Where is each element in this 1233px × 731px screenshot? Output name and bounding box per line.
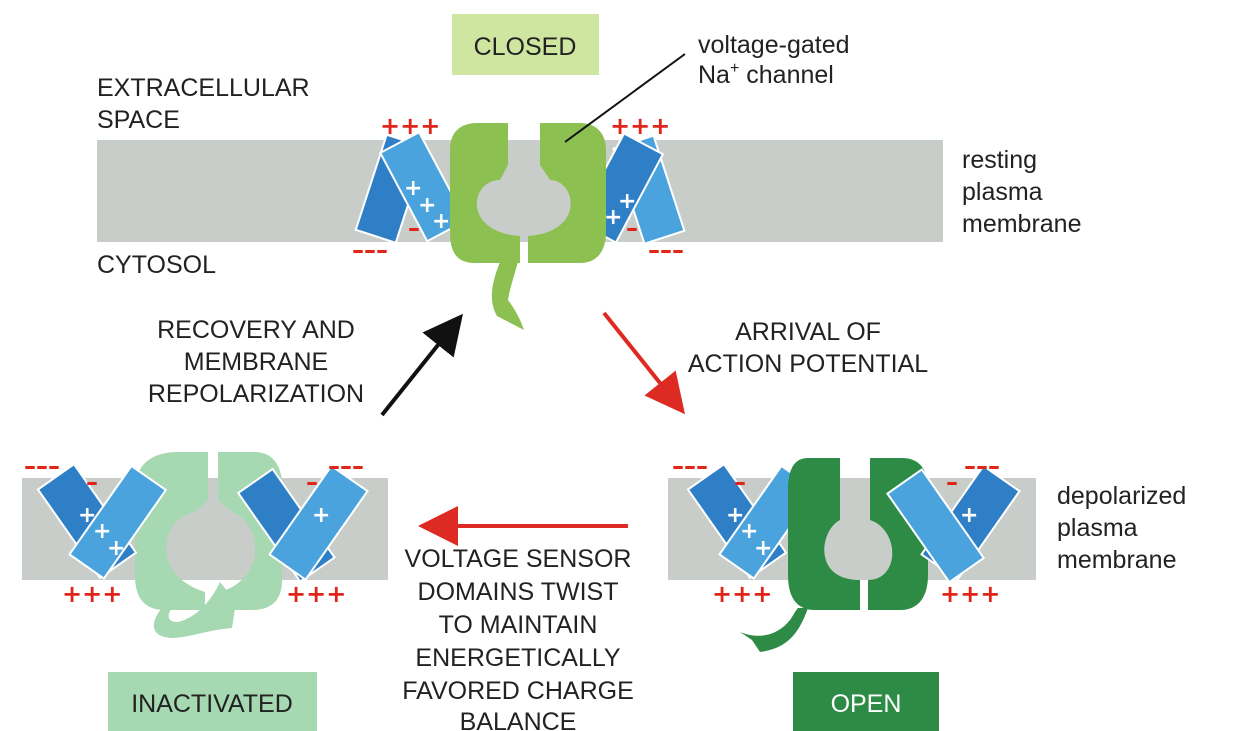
arrival-arrow xyxy=(602,311,685,415)
resting-label-line3: membrane xyxy=(962,210,1082,238)
svg-text:+: + xyxy=(93,519,111,544)
open-right-voltage-sensor: + xyxy=(886,464,1021,584)
recovery-label-line1: RECOVERY AND xyxy=(157,316,355,344)
inactivated-right-plus-charges: +++ xyxy=(286,580,346,608)
svg-text:+: + xyxy=(312,503,330,528)
open-left-plus-charges: +++ xyxy=(712,580,772,608)
inactivated-left-minus-charges: ––– xyxy=(24,452,60,480)
inactivated-right-voltage-sensor: + xyxy=(236,464,369,583)
closed-left-voltage-sensor: + + + xyxy=(354,130,468,245)
open-right-plus-charges: +++ xyxy=(940,580,1000,608)
inactivated-state: + + + + ––– – ––– – +++ +++ INACTIVATED xyxy=(22,452,388,731)
resting-label-line2: plasma xyxy=(962,178,1043,206)
open-state: + + + + ––– – ––– – +++ +++ OPEN depolar… xyxy=(668,452,1186,731)
recovery-label-line2: MEMBRANE xyxy=(184,348,328,376)
recovery-arrow xyxy=(380,313,463,417)
inactivated-left-plus-charges: +++ xyxy=(62,580,122,608)
svg-text:+: + xyxy=(960,503,978,528)
svg-text:+: + xyxy=(618,189,636,214)
inactivated-right-minus-charges: ––– xyxy=(328,452,364,480)
svg-text:+: + xyxy=(107,536,125,561)
extracellular-label-line1: EXTRACELLULAR xyxy=(97,74,310,102)
inactivated-left-minus-single: – xyxy=(86,468,98,496)
twist-label-line3: TO MAINTAIN xyxy=(439,611,598,639)
open-label: OPEN xyxy=(831,690,902,718)
extracellular-label-line2: SPACE xyxy=(97,106,180,134)
closed-left-minus-single: – xyxy=(408,214,420,242)
twist-label-line4: ENERGETICALLY xyxy=(415,644,620,672)
inactivated-label: INACTIVATED xyxy=(131,690,293,718)
svg-text:+: + xyxy=(418,193,436,218)
twist-label-line6: BALANCE xyxy=(460,708,577,731)
channel-label-line1: voltage-gated xyxy=(698,31,850,59)
inactivated-left-voltage-sensor: + + + xyxy=(36,462,168,580)
depolarized-label-line1: depolarized xyxy=(1057,482,1186,510)
closed-label: CLOSED xyxy=(474,33,577,61)
arrival-label-line1: ARRIVAL OF xyxy=(735,318,881,346)
closed-right-minus-charges: ––– xyxy=(648,236,684,264)
closed-left-plus-charges: +++ xyxy=(380,112,440,140)
depolarized-label-line3: membrane xyxy=(1057,546,1177,574)
svg-text:+: + xyxy=(78,503,96,528)
inactivated-right-minus-single: – xyxy=(306,468,318,496)
svg-text:+: + xyxy=(740,519,758,544)
open-right-minus-charges: ––– xyxy=(964,452,1000,480)
open-right-minus-single: – xyxy=(946,468,958,496)
open-left-minus-charges: ––– xyxy=(672,452,708,480)
recovery-label-line3: REPOLARIZATION xyxy=(148,380,364,408)
closed-state: + + + + + +++ +++ – ––– – ––– xyxy=(97,14,1082,330)
resting-label-line1: resting xyxy=(962,146,1037,174)
channel-pointer-line xyxy=(564,53,686,143)
svg-text:+: + xyxy=(432,209,450,234)
svg-text:+: + xyxy=(726,503,744,528)
closed-left-minus-charges: ––– xyxy=(352,236,388,264)
channel-label-line2: Na+ channel xyxy=(698,60,834,89)
cytosol-label: CYTOSOL xyxy=(97,251,216,279)
inactivated-label-box xyxy=(108,672,317,731)
depolarized-label-line2: plasma xyxy=(1057,514,1138,542)
svg-text:+: + xyxy=(604,205,622,230)
twist-label-line1: VOLTAGE SENSOR xyxy=(405,545,632,573)
twist-label-line2: DOMAINS TWIST xyxy=(418,578,619,606)
open-label-box xyxy=(793,672,939,731)
closed-label-box xyxy=(452,14,599,75)
arrival-label-line2: ACTION POTENTIAL xyxy=(688,350,928,378)
svg-text:+: + xyxy=(754,536,772,561)
open-left-minus-single: – xyxy=(734,468,746,496)
resting-membrane xyxy=(97,140,943,242)
twist-label-line5: FAVORED CHARGE xyxy=(402,677,634,705)
closed-channel xyxy=(450,123,606,330)
closed-right-plus-charges: +++ xyxy=(610,112,670,140)
closed-right-minus-single: – xyxy=(626,214,638,242)
svg-text:+: + xyxy=(404,176,422,201)
